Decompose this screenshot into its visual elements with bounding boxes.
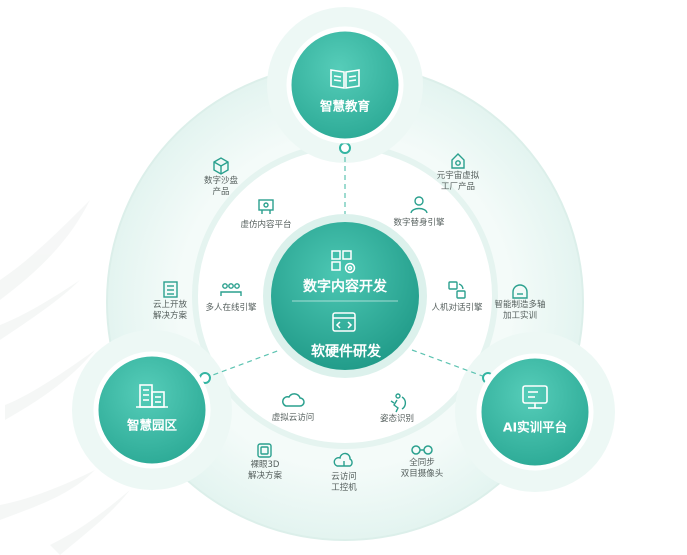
monitor-icon: [522, 385, 548, 409]
center-title-hw-sw-dev: 软硬件研发: [311, 344, 381, 360]
center-circle: [271, 222, 419, 370]
hub-right: [476, 353, 594, 471]
item-virtual-cloud-access: 虚拟云访问: [271, 413, 315, 423]
item-digital-sandbox: 数字沙盘 产品: [203, 176, 239, 197]
hub-title-ai-training: AI实训平台: [502, 419, 568, 435]
item-smart-manufacturing-training: 智能制造多轴 加工实训: [494, 300, 546, 321]
cnc-machine-icon: [512, 284, 528, 299]
book-icon: [330, 69, 360, 89]
item-pose-recognition: 姿态识别: [379, 414, 415, 424]
binocular-camera-icon: [411, 445, 433, 455]
item-cloud-ipc: 云访问 工控机: [331, 472, 357, 493]
item-naked-eye-3d: 裸眼3D 解决方案: [247, 460, 283, 481]
group-icon: [220, 283, 242, 296]
hub-left: [93, 351, 211, 469]
connector-left: [204, 349, 281, 379]
open-building-icon: [163, 281, 178, 298]
vr-person-icon: [258, 199, 274, 214]
avatar-icon: [410, 196, 428, 214]
sandbox-icon: [213, 157, 229, 175]
qr-gear-icon: [331, 250, 356, 274]
hub-title-smart-park: 智慧园区: [126, 417, 178, 433]
item-multi-online-engine: 多人在线引擎: [205, 303, 257, 313]
item-digital-avatar-engine: 数字替身引擎: [393, 218, 445, 228]
factory-house-icon: [451, 153, 465, 169]
item-cloud-open-solution: 云上开放 解决方案: [152, 300, 188, 321]
center-title-content-dev: 数字内容开发: [303, 279, 387, 295]
code-window-icon: [332, 312, 356, 332]
hub-title-smart-education: 智慧教育: [319, 98, 371, 114]
naked-3d-icon: [257, 443, 272, 458]
pose-icon: [390, 393, 407, 413]
item-dialogue-engine: 人机对话引擎: [431, 303, 483, 313]
connector-right: [411, 349, 489, 379]
cloud-ipc-icon: [333, 452, 353, 467]
item-binocular-camera: 全同步 双目摄像头: [400, 458, 444, 479]
dialogue-icon: [448, 281, 466, 299]
hub-top: [286, 26, 404, 144]
item-virtual-content-platform: 虚仿内容平台: [240, 220, 292, 230]
node-top: [339, 142, 351, 154]
leaf-watermark: [0, 200, 130, 555]
item-metaverse-factory: 元宇宙虚拟 工厂产品: [436, 171, 480, 192]
buildings-icon: [136, 384, 168, 408]
cloud-icon: [282, 393, 305, 407]
